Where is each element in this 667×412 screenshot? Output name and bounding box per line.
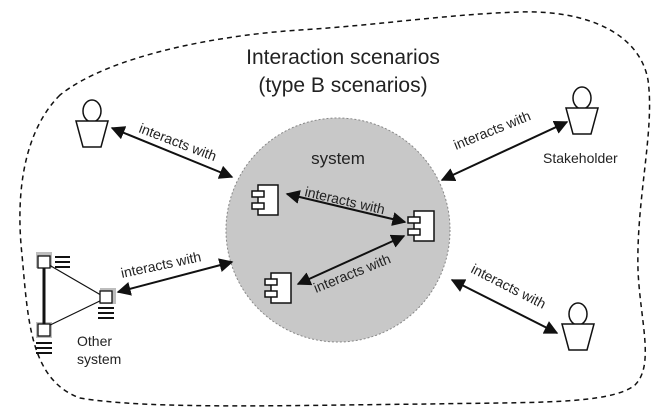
edge-label-topleft: interacts with [137,120,219,164]
actor-icon [561,302,595,351]
edge-label-left: interacts with [119,248,202,281]
diagram-title-line2: (type B scenarios) [258,74,427,97]
component-icon [264,272,292,304]
actor-icon [75,99,109,148]
edge-label-topright: interacts with [451,107,533,152]
other-system-icon [36,252,116,354]
system-label: system [311,149,365,168]
internal-arrow-bottom [296,234,406,286]
edge-label-bottomright: interacts with [469,260,549,311]
arrow-other-system [116,258,234,296]
arrow-stakeholder [440,120,569,182]
other-system-label-line2: system [77,351,121,367]
component-icon [407,210,435,242]
diagram-title-line1: Interaction scenarios [246,46,440,69]
stakeholder-label: Stakeholder [543,150,618,166]
arrow-actor-topleft [110,126,234,179]
other-system-label: Other system [77,333,121,367]
internal-arrow-top [285,190,407,226]
stakeholder-actor-icon [565,86,599,135]
arrow-actor-bottomright [450,279,559,334]
other-system-label-line1: Other [77,333,112,349]
scenario-boundary [19,11,651,407]
component-icon [251,184,279,216]
